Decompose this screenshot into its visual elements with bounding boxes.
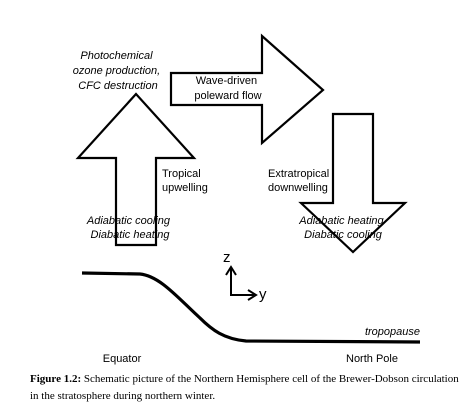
adiabatic-cooling-line-2: Diabatic heating: [91, 229, 171, 241]
extratropical-downwelling-label: Extratropical downwelling: [268, 168, 332, 194]
tropical-upwelling-label: Tropical upwelling: [162, 168, 208, 194]
wave-driven-label: Wave-driven poleward flow: [194, 75, 261, 102]
figure-caption: Figure 1.2: Schematic picture of the Nor…: [30, 371, 460, 405]
photochemical-line-3: CFC destruction: [78, 80, 157, 92]
adiabatic-heating-line-1: Adiabatic heating: [298, 215, 384, 227]
tropical-upwelling-line-2: upwelling: [162, 182, 208, 194]
y-axis-label: y: [259, 286, 267, 303]
z-axis-arrowhead: [225, 265, 237, 276]
tropopause-line: [81, 271, 421, 344]
y-axis-arrowhead: [247, 289, 258, 301]
photochemical-line-2: ozone production,: [73, 65, 160, 77]
caption-label: Figure 1.2:: [30, 373, 82, 385]
adiabatic-heating-label: Adiabatic heating Diabatic cooling: [298, 215, 386, 241]
photochemical-line-1: Photochemical: [80, 50, 153, 62]
downwelling-arrow: [298, 112, 408, 254]
adiabatic-cooling-line-1: Adiabatic cooling: [86, 215, 171, 227]
adiabatic-heating-line-2: Diabatic cooling: [304, 229, 383, 241]
equator-label: Equator: [103, 353, 142, 365]
extratropical-downwelling-line-1: Extratropical: [268, 168, 329, 180]
photochemical-label: Photochemical ozone production, CFC dest…: [73, 50, 164, 92]
caption-text: Schematic picture of the Northern Hemisp…: [30, 373, 459, 402]
tropopause-label: tropopause: [365, 326, 420, 338]
poleward-flow-arrow: [169, 33, 325, 146]
upwelling-arrow: [75, 92, 197, 247]
wave-driven-line-1: Wave-driven: [196, 75, 257, 87]
wave-driven-line-2: poleward flow: [194, 90, 261, 102]
north-pole-label: North Pole: [346, 353, 398, 365]
tropical-upwelling-line-1: Tropical: [162, 168, 201, 180]
extratropical-downwelling-line-2: downwelling: [268, 182, 328, 194]
adiabatic-cooling-label: Adiabatic cooling Diabatic heating: [86, 215, 173, 241]
z-axis-label: z: [223, 249, 231, 266]
